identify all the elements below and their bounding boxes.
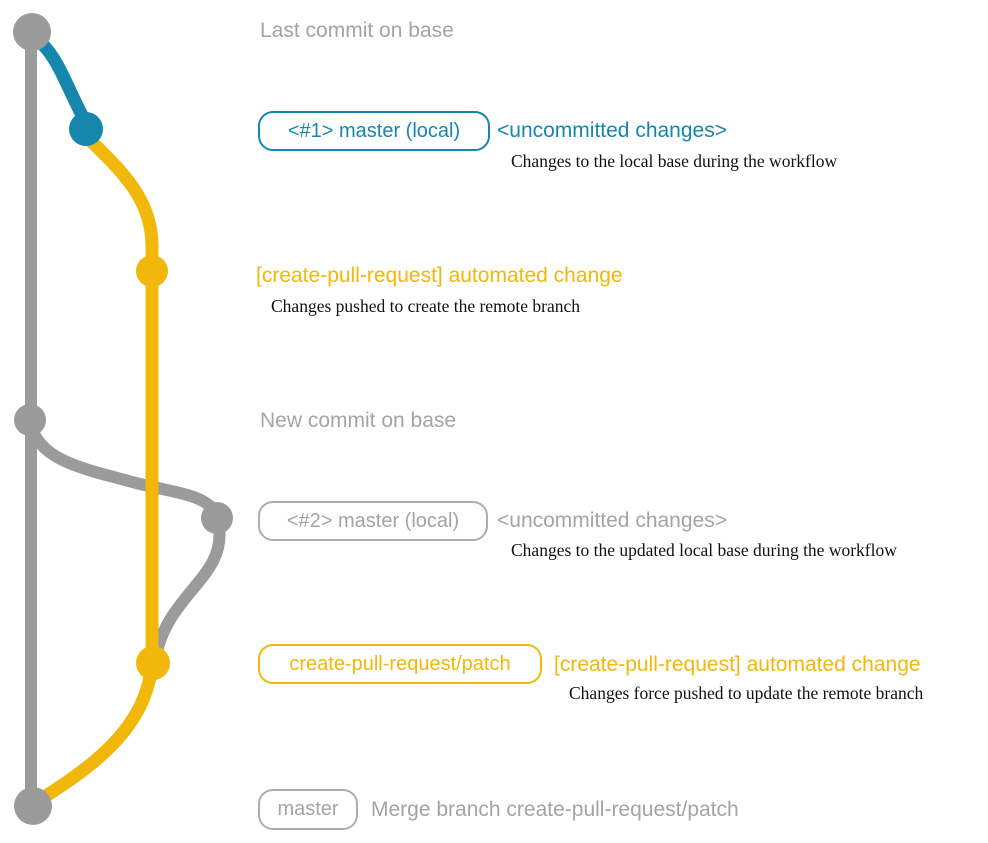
merge-commit-heading: Merge branch create-pull-request/patch bbox=[371, 798, 739, 821]
commit-node-merge bbox=[14, 787, 52, 825]
commit-node-local-1 bbox=[69, 112, 103, 146]
automated-change-heading-1: [create-pull-request] automated change bbox=[256, 264, 623, 287]
last-commit-title: Last commit on base bbox=[260, 19, 454, 42]
automated-change-desc-1: Changes pushed to create the remote bran… bbox=[271, 296, 581, 316]
new-commit-title: New commit on base bbox=[260, 409, 457, 432]
commit-node-last-base bbox=[13, 13, 51, 51]
uncommitted-changes-heading-1: <uncommitted changes> bbox=[497, 119, 727, 142]
branch-badge-master-local-1: <#1> master (local) bbox=[258, 111, 490, 151]
branch-badge-master: master bbox=[258, 789, 358, 830]
rebase-segment-to-patch bbox=[150, 521, 226, 662]
uncommitted-changes-desc-2: Changes to the updated local base during… bbox=[511, 540, 897, 560]
commit-node-new-base bbox=[14, 404, 46, 436]
uncommitted-changes-desc-1: Changes to the local base during the wor… bbox=[511, 151, 838, 171]
commit-node-automated-2 bbox=[136, 646, 170, 680]
uncommitted-changes-heading-2: <uncommitted changes> bbox=[497, 509, 727, 532]
rebase-segment-to-local2 bbox=[25, 418, 222, 519]
automated-change-heading-2: [create-pull-request] automated change bbox=[554, 653, 921, 676]
branch-badge-master-local-2: <#2> master (local) bbox=[258, 501, 488, 541]
commit-node-automated-1 bbox=[136, 255, 168, 287]
automated-change-desc-2: Changes force pushed to update the remot… bbox=[569, 683, 924, 703]
branch-badge-create-pull-request-patch: create-pull-request/patch bbox=[258, 644, 542, 684]
commit-node-local-2 bbox=[201, 502, 233, 534]
